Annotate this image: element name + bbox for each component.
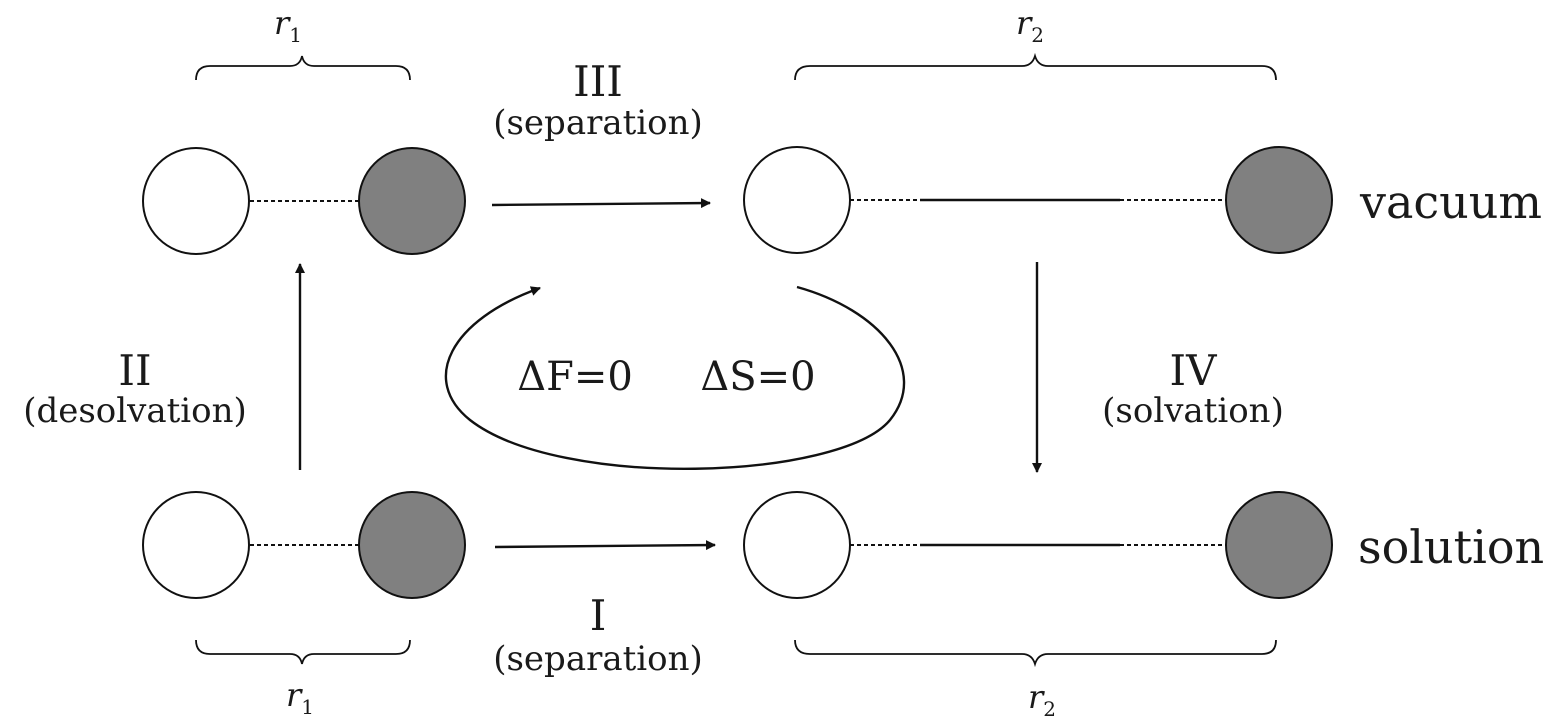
label-r1-top-var: r (274, 4, 291, 42)
step-ii-numeral: II (118, 346, 151, 395)
step-i-label: (separation) (493, 639, 703, 679)
brace-r1-bottom (195, 639, 411, 665)
particle-open-top-right (743, 146, 851, 254)
step-i-numeral: I (590, 591, 607, 640)
particle-open-bottom-right (743, 491, 851, 599)
label-r2-bottom-var: r (1028, 678, 1045, 716)
cycle-loop (444, 285, 906, 470)
particle-filled-top-left (358, 147, 466, 255)
brace-r1-top (195, 55, 411, 81)
label-r1-top-sub: 1 (289, 23, 302, 47)
label-r1-top: r1 (274, 4, 302, 47)
brace-r2-top (794, 52, 1277, 81)
step-iv-label: (solvation) (1102, 391, 1284, 431)
label-r2-top-var: r (1016, 4, 1033, 42)
particle-filled-top-right (1225, 146, 1333, 254)
label-r2-bottom: r2 (1028, 678, 1056, 719)
label-r1-bottom: r1 (286, 676, 314, 719)
arrow-step-i (494, 540, 716, 551)
particle-open-top-left (142, 147, 250, 255)
label-r1-bottom-sub: 1 (301, 695, 314, 719)
state-solution: solution (1358, 520, 1544, 574)
particle-filled-bottom-left (358, 491, 466, 599)
particle-filled-bottom-right (1225, 491, 1333, 599)
arrow-step-iii (491, 198, 711, 209)
label-r2-top-sub: 2 (1031, 23, 1044, 47)
particle-open-bottom-left (142, 491, 250, 599)
step-ii-label: (desolvation) (23, 391, 247, 431)
cycle-entropy: ΔS=0 (700, 354, 815, 400)
step-iii-numeral: III (573, 57, 623, 106)
label-r2-bottom-sub: 2 (1043, 697, 1056, 719)
label-r2-top: r2 (1016, 4, 1044, 47)
label-r1-bottom-var: r (286, 676, 303, 714)
step-iii-label: (separation) (493, 103, 703, 143)
step-iv-numeral: IV (1170, 346, 1218, 395)
cycle-free-energy: ΔF=0 (517, 354, 633, 400)
brace-r2-bottom (794, 639, 1277, 668)
state-vacuum: vacuum (1359, 175, 1542, 229)
